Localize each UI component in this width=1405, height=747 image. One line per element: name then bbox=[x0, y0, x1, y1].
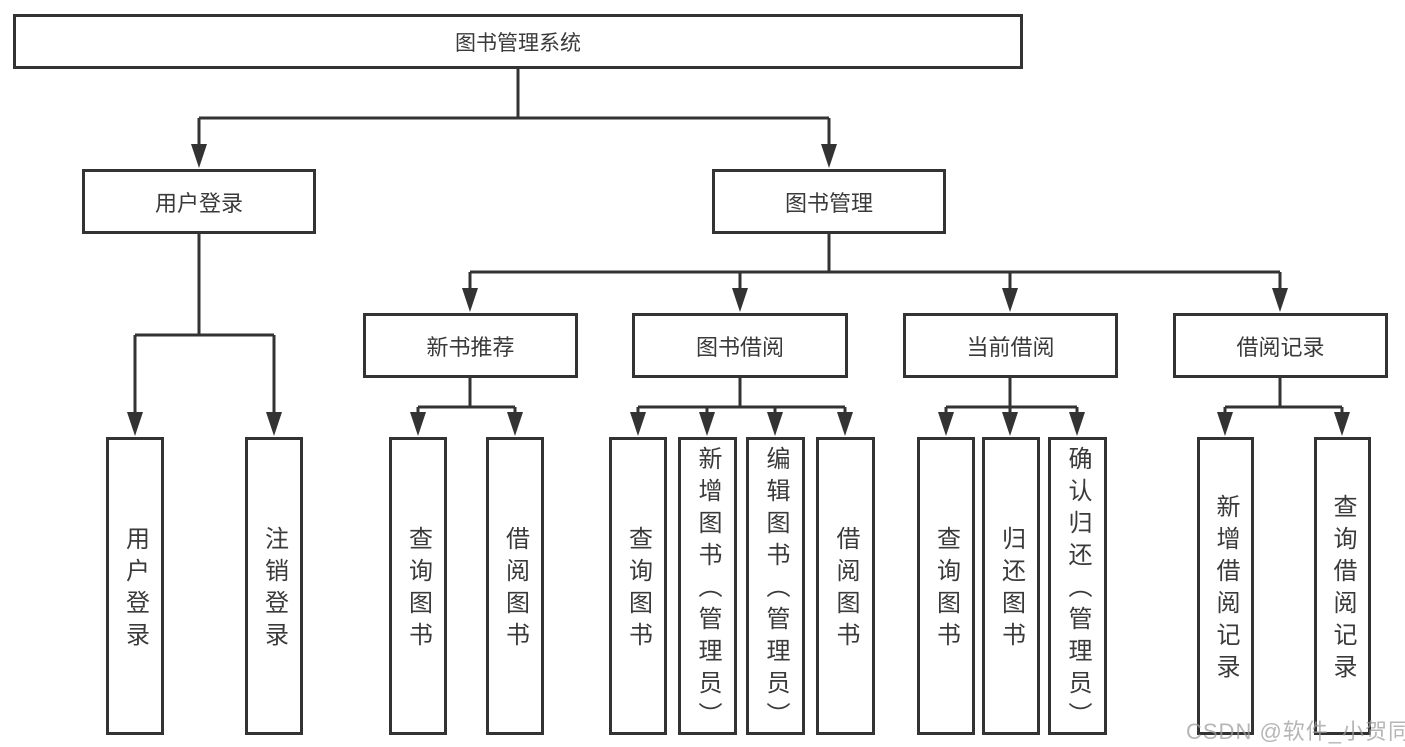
node-user-login-module-label: 用户登录 bbox=[154, 190, 243, 216]
node-confirm-return-admin: 确认归还（管理员） bbox=[1048, 437, 1107, 735]
node-query-books-1: 查询图书 bbox=[389, 437, 447, 735]
node-borrow-records-label: 借阅记录 bbox=[1236, 334, 1325, 360]
node-user-logout: 注销登录 bbox=[245, 437, 303, 735]
node-borrow-records: 借阅记录 bbox=[1173, 313, 1388, 378]
node-query-books-1-label: 查询图书 bbox=[404, 526, 432, 654]
node-borrow-books-2-label: 借阅图书 bbox=[832, 526, 859, 654]
node-current-borrow: 当前借阅 bbox=[903, 313, 1118, 378]
node-user-logout-label: 注销登录 bbox=[260, 526, 288, 654]
node-add-books-admin-label: 新增图书（管理员） bbox=[694, 446, 721, 734]
node-new-book-recommend-label: 新书推荐 bbox=[426, 334, 515, 360]
node-user-login-label: 用户登录 bbox=[121, 526, 149, 654]
node-query-borrow-record: 查询借阅记录 bbox=[1314, 437, 1371, 735]
node-user-login: 用户登录 bbox=[106, 437, 164, 735]
node-root: 图书管理系统 bbox=[13, 14, 1023, 69]
node-borrow-books-2: 借阅图书 bbox=[816, 437, 875, 735]
node-root-label: 图书管理系统 bbox=[455, 31, 581, 55]
node-book-borrow: 图书借阅 bbox=[632, 313, 848, 378]
node-current-borrow-label: 当前借阅 bbox=[966, 334, 1055, 360]
node-borrow-books-1: 借阅图书 bbox=[486, 437, 544, 735]
node-query-borrow-record-label: 查询借阅记录 bbox=[1329, 494, 1356, 686]
node-book-management-module: 图书管理 bbox=[712, 169, 946, 234]
node-add-borrow-record-label: 新增借阅记录 bbox=[1212, 494, 1239, 686]
node-confirm-return-admin-label: 确认归还（管理员） bbox=[1064, 446, 1091, 734]
node-edit-books-admin-label: 编辑图书（管理员） bbox=[762, 446, 789, 734]
node-book-management-module-label: 图书管理 bbox=[784, 190, 873, 216]
node-query-books-2-label: 查询图书 bbox=[624, 526, 652, 654]
node-query-books-2: 查询图书 bbox=[609, 437, 667, 735]
node-query-books-3-label: 查询图书 bbox=[932, 526, 960, 654]
csdn-watermark: CSDN @软件_小贺同学 bbox=[1186, 719, 1405, 744]
node-edit-books-admin: 编辑图书（管理员） bbox=[746, 437, 805, 735]
node-user-login-module: 用户登录 bbox=[82, 169, 316, 234]
node-return-books: 归还图书 bbox=[982, 437, 1040, 735]
node-new-book-recommend: 新书推荐 bbox=[363, 313, 578, 378]
node-return-books-label: 归还图书 bbox=[997, 526, 1025, 654]
node-add-borrow-record: 新增借阅记录 bbox=[1197, 437, 1254, 735]
node-query-books-3: 查询图书 bbox=[917, 437, 975, 735]
node-borrow-books-1-label: 借阅图书 bbox=[501, 526, 529, 654]
node-book-borrow-label: 图书借阅 bbox=[695, 334, 784, 360]
node-add-books-admin: 新增图书（管理员） bbox=[678, 437, 737, 735]
